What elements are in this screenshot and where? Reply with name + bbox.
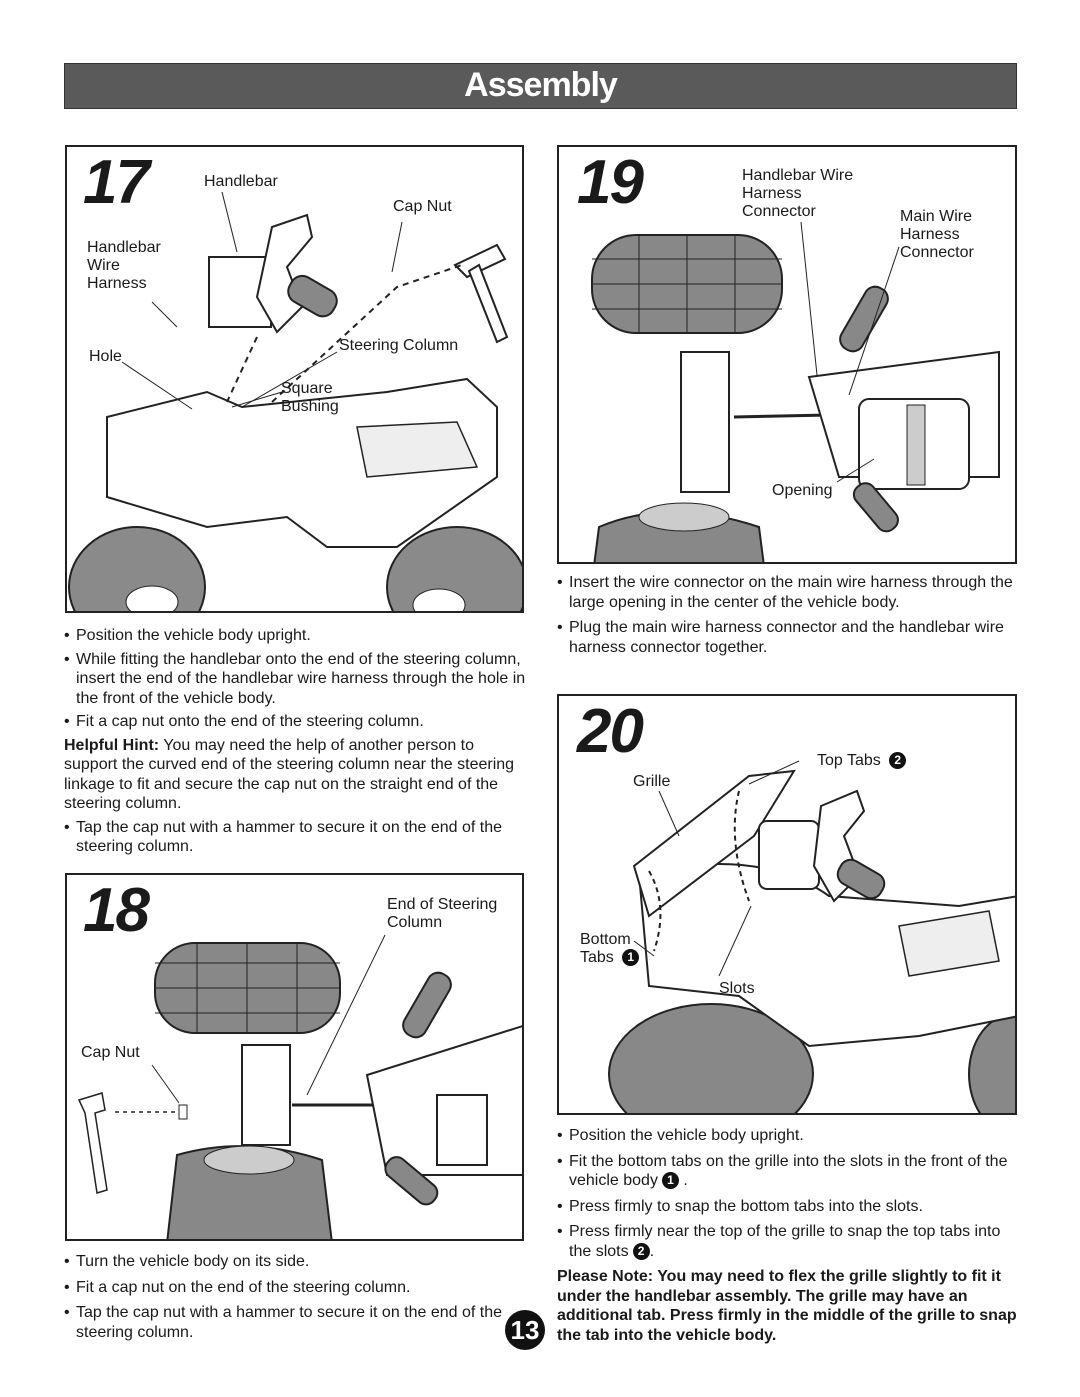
page-number: 13 [505, 1310, 545, 1350]
instruction-bullet: Press firmly near the top of the grille … [557, 1222, 1019, 1261]
step-number: 18 [83, 876, 150, 945]
step-number: 17 [83, 148, 150, 217]
instruction-bullet: Fit a cap nut on the end of the steering… [64, 1278, 510, 1298]
label-handlebar-connector: Handlebar Wire Harness Connector [742, 167, 854, 220]
label-end-steering: End of Steering Column [387, 896, 498, 931]
step-17-illustration [68, 191, 522, 611]
step-number: 20 [577, 697, 644, 766]
step-18-instructions: Turn the vehicle body on its side. Fit a… [64, 1252, 510, 1346]
step-19-panel: 19 Handlebar Wire Harness Connector Main… [557, 145, 1017, 564]
instruction-bullet: Plug the main wire harness connector and… [557, 618, 1019, 657]
step-20-instructions: Position the vehicle body upright. Fit t… [557, 1126, 1019, 1345]
step-17-instructions: Position the vehicle body upright. While… [64, 626, 526, 861]
instruction-bullet: Tap the cap nut with a hammer to secure … [64, 818, 526, 857]
instruction-bullet: Turn the vehicle body on its side. [64, 1252, 510, 1272]
page-title: Assembly [464, 66, 618, 104]
label-handlebar: Handlebar [204, 173, 278, 190]
step-18-panel: 18 End of Steering Column Cap Nut [65, 873, 524, 1241]
label-main-connector: Main Wire Harness Connector [900, 208, 974, 261]
bullet-text: Fit the bottom tabs on the grille into t… [569, 1152, 1008, 1190]
bullet-text: Press firmly near the top of the grille … [569, 1223, 1001, 1260]
helpful-hint: Helpful Hint: You may need the help of a… [64, 736, 526, 814]
step-19-instructions: Insert the wire connector on the main wi… [557, 573, 1019, 661]
step-20-illustration [608, 760, 1015, 1113]
bottom-tabs-text: Bottom Tabs [580, 931, 631, 966]
top-tabs-badge: 2 [889, 752, 907, 770]
instruction-bullet: Position the vehicle body upright. [64, 626, 526, 646]
step-17-panel: 17 Handlebar Cap Nut Handlebar Wire Harn… [65, 145, 524, 613]
step-number: 19 [577, 148, 644, 217]
label-top-tabs: Top Tabs 2 [817, 752, 907, 770]
label-steering-column: Steering Column [339, 337, 459, 354]
top-tabs-text: Top Tabs [817, 752, 881, 769]
please-note: Please Note: You may need to flex the gr… [557, 1268, 1017, 1344]
label-square-bushing: Square Bushing [281, 380, 339, 415]
instruction-bullet: Tap the cap nut with a hammer to secure … [64, 1303, 510, 1342]
bottom-tabs-badge: 1 [622, 949, 640, 967]
label-slots: Slots [719, 980, 755, 997]
label-cap-nut: Cap Nut [393, 198, 452, 215]
hint-label: Helpful Hint: [64, 736, 160, 754]
instruction-bullet: Fit a cap nut onto the end of the steeri… [64, 712, 526, 732]
instruction-bullet: Fit the bottom tabs on the grille into t… [557, 1152, 1019, 1191]
label-cap-nut: Cap Nut [81, 1044, 140, 1061]
label-grille: Grille [633, 773, 671, 790]
label-hole: Hole [89, 348, 122, 365]
label-opening: Opening [772, 482, 833, 499]
title-bar: Assembly [64, 63, 1017, 109]
label-wire-harness: Handlebar Wire Harness [87, 239, 161, 292]
step-badge: 1 [661, 1172, 679, 1190]
step-19-illustration [591, 221, 1000, 562]
hint-text: You may need the help of another person … [64, 736, 515, 813]
instruction-bullet: Position the vehicle body upright. [557, 1126, 1019, 1146]
instruction-bullet: Press firmly to snap the bottom tabs int… [557, 1197, 1019, 1217]
step-18-illustration [77, 934, 522, 1239]
step-badge: 2 [632, 1242, 650, 1260]
label-bottom-tabs: Bottom Tabs 1 [580, 931, 640, 967]
instruction-bullet: Insert the wire connector on the main wi… [557, 573, 1019, 612]
instruction-bullet: While fitting the handlebar onto the end… [64, 650, 526, 709]
step-20-panel: 20 Top Tabs 2 Grille Bottom Tabs 1 Slots [557, 694, 1017, 1115]
